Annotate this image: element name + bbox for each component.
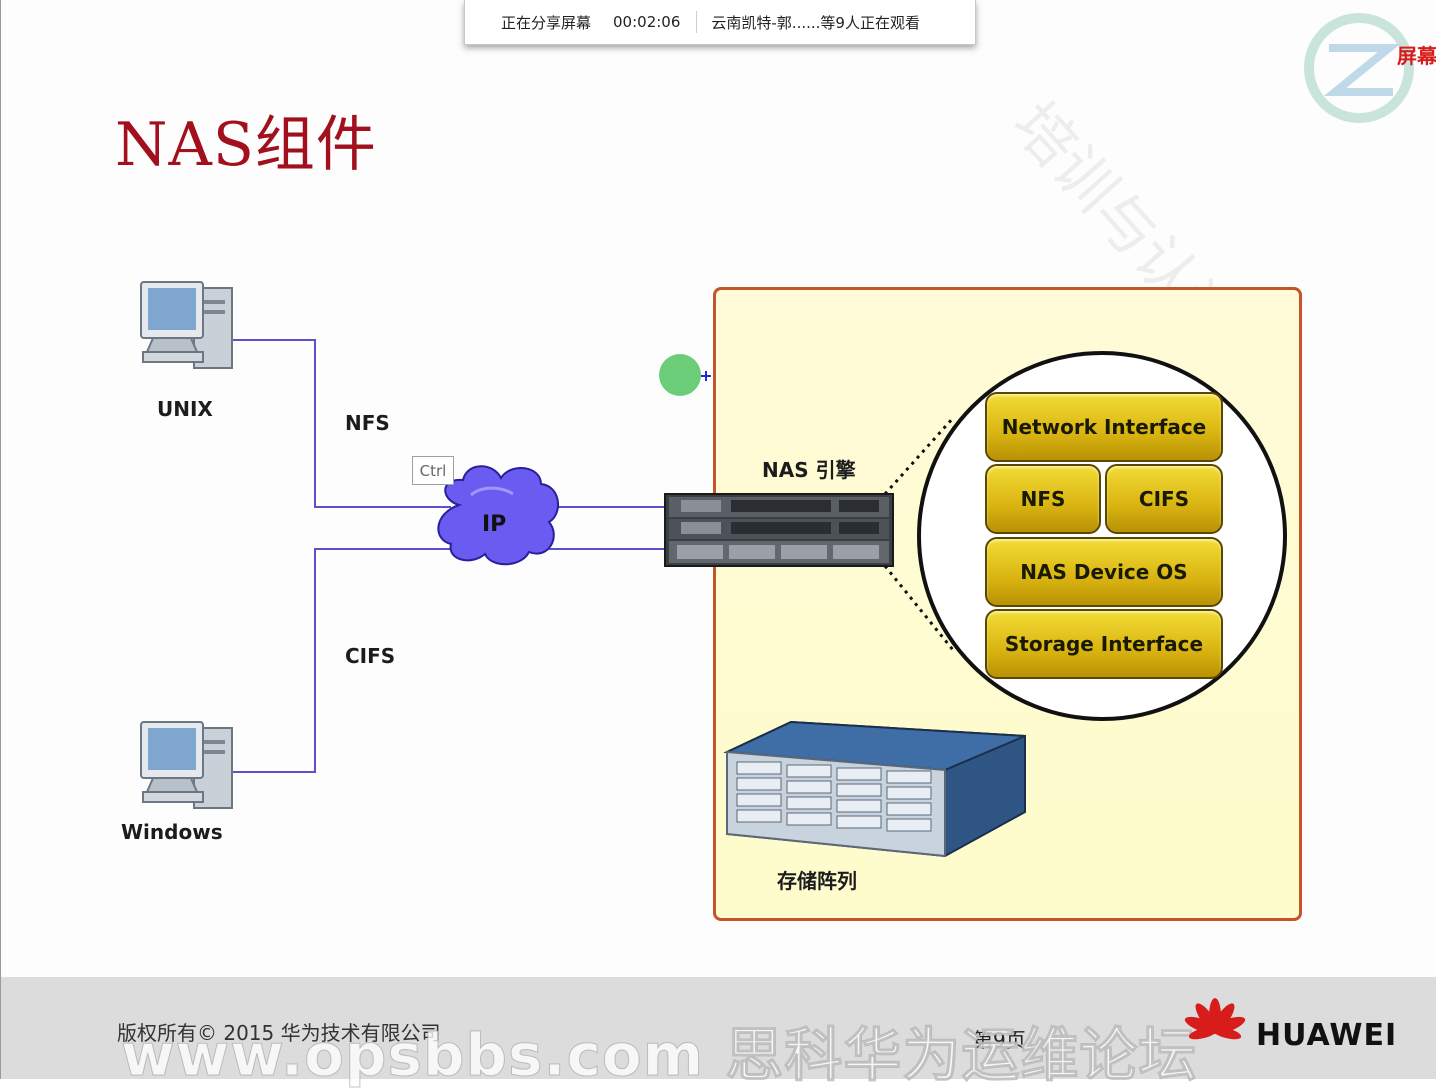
connection-lines	[231, 339, 669, 773]
page-title: NAS组件	[115, 110, 377, 180]
nas-engine-label: NAS 引擎	[762, 458, 856, 482]
ip-cloud-icon	[437, 465, 560, 566]
viewer-count[interactable]: 云南凯特-郭......等9人正在观看	[711, 13, 920, 32]
corner-label: 屏幕	[1397, 44, 1436, 68]
callout-line-top	[883, 416, 955, 496]
windows-label: Windows	[121, 820, 223, 844]
cifs-protocol-label: CIFS	[345, 644, 396, 668]
share-status: 正在分享屏幕	[501, 13, 592, 32]
storage-array-label: 存储阵列	[777, 869, 857, 893]
huawei-logo-icon	[1184, 998, 1246, 1040]
share-bar-divider	[696, 11, 698, 33]
callout-line-bottom	[883, 565, 955, 651]
pointer-dot-icon	[659, 354, 701, 396]
brand-wordmark: HUAWEI	[1256, 1018, 1398, 1053]
storage-array-icon	[723, 720, 1026, 858]
stack-nas-device-os: NAS Device OS	[985, 537, 1223, 607]
stack-nfs: NFS	[985, 464, 1101, 534]
page-number: 第9页	[973, 1028, 1026, 1052]
windows-link	[231, 548, 451, 773]
nas-engine-server-icon	[664, 493, 894, 567]
copyright-text: 版权所有© 2015 华为技术有限公司	[117, 1021, 441, 1045]
unix-link	[231, 339, 451, 508]
share-timer: 00:02:06	[613, 13, 681, 31]
screen-share-bar: 正在分享屏幕 00:02:06 云南凯特-郭......等9人正在观看	[464, 0, 976, 45]
stack-cifs: CIFS	[1105, 464, 1223, 534]
ip-cloud-label: IP	[482, 512, 507, 537]
unix-computer-icon	[140, 281, 233, 369]
nfs-protocol-label: NFS	[345, 411, 390, 435]
unix-label: UNIX	[157, 397, 213, 421]
windows-computer-icon	[140, 721, 233, 809]
stack-storage-interface: Storage Interface	[985, 609, 1223, 679]
stack-network-interface: Network Interface	[985, 392, 1223, 462]
ctrl-badge: Ctrl	[412, 456, 454, 485]
corner-logo-icon	[1304, 13, 1414, 123]
site-watermark: www.opsbbs.com 思科华为运维论坛	[120, 1021, 1198, 1090]
